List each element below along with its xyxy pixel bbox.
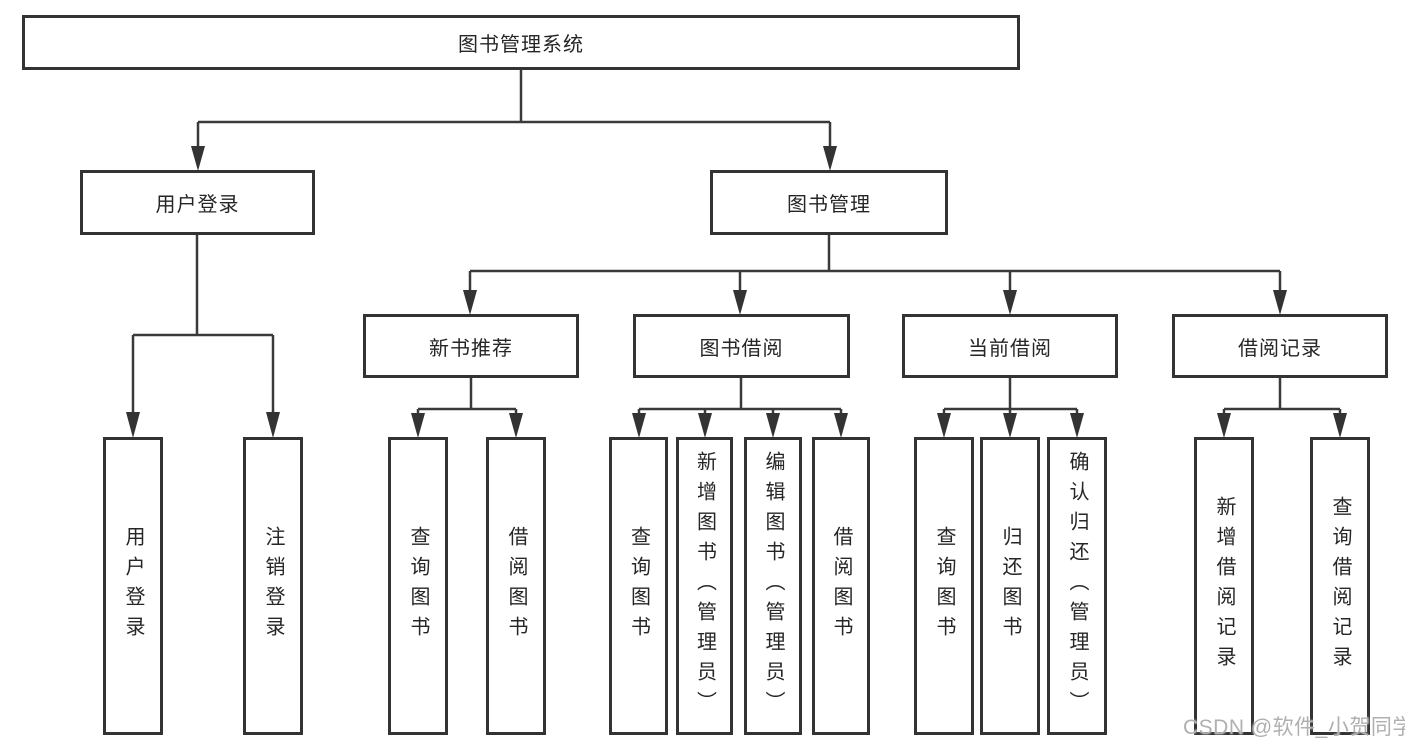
connector-userlogin-to-leaves bbox=[126, 235, 280, 438]
node-leaf-logout-label: 注销登录 bbox=[262, 526, 284, 646]
node-leaf-logout: 注销登录 bbox=[243, 437, 303, 735]
node-leaf-confirm-return-admin: 确认归还（管理员） bbox=[1047, 437, 1107, 735]
node-leaf-query-book-1-label: 查询图书 bbox=[407, 526, 429, 646]
connector-bookmgmt-to-level3 bbox=[463, 235, 1287, 315]
node-leaf-query-borrow-record: 查询借阅记录 bbox=[1310, 437, 1370, 735]
connector-records-to-leaves bbox=[1217, 378, 1347, 438]
node-leaf-add-book-admin-label: 新增图书（管理员） bbox=[693, 451, 716, 721]
node-leaf-return-book: 归还图书 bbox=[980, 437, 1040, 735]
node-book-management-label: 图书管理 bbox=[787, 194, 871, 216]
connector-newbook-to-leaves bbox=[411, 378, 523, 438]
node-leaf-user-login: 用户登录 bbox=[103, 437, 163, 735]
node-borrow-records-label: 借阅记录 bbox=[1238, 337, 1322, 360]
node-user-login-label: 用户登录 bbox=[155, 194, 240, 216]
node-leaf-add-book-admin: 新增图书（管理员） bbox=[676, 437, 733, 735]
node-leaf-query-borrow-record-label: 查询借阅记录 bbox=[1329, 496, 1351, 676]
node-leaf-borrow-book-2-label: 借阅图书 bbox=[830, 526, 852, 646]
node-current-borrow: 当前借阅 bbox=[902, 314, 1118, 378]
node-leaf-query-book-3-label: 查询图书 bbox=[933, 526, 955, 646]
node-borrow-records: 借阅记录 bbox=[1172, 314, 1388, 378]
node-root-label: 图书管理系统 bbox=[458, 34, 584, 56]
node-user-login: 用户登录 bbox=[80, 170, 315, 235]
node-book-borrow: 图书借阅 bbox=[633, 314, 850, 378]
node-new-book-recommend-label: 新书推荐 bbox=[429, 337, 513, 360]
node-current-borrow-label: 当前借阅 bbox=[968, 337, 1052, 360]
node-leaf-user-login-label: 用户登录 bbox=[122, 526, 144, 646]
watermark: CSDN @软件_小贺同学 bbox=[1183, 716, 1405, 739]
node-root: 图书管理系统 bbox=[22, 15, 1020, 70]
connector-bookborrow-to-leaves bbox=[632, 378, 848, 438]
node-leaf-edit-book-admin-label: 编辑图书（管理员） bbox=[762, 451, 784, 721]
node-book-borrow-label: 图书借阅 bbox=[699, 337, 784, 360]
node-leaf-query-book-3: 查询图书 bbox=[914, 437, 974, 735]
node-book-management: 图书管理 bbox=[710, 170, 948, 235]
node-leaf-add-borrow-record: 新增借阅记录 bbox=[1194, 437, 1254, 735]
node-leaf-borrow-book-1: 借阅图书 bbox=[486, 437, 546, 735]
node-leaf-borrow-book-1-label: 借阅图书 bbox=[505, 526, 527, 646]
node-leaf-query-book-2: 查询图书 bbox=[609, 437, 668, 735]
node-leaf-borrow-book-2: 借阅图书 bbox=[812, 437, 870, 735]
connector-currentborrow-to-leaves bbox=[937, 378, 1084, 438]
node-leaf-add-borrow-record-label: 新增借阅记录 bbox=[1213, 496, 1235, 676]
node-leaf-edit-book-admin: 编辑图书（管理员） bbox=[744, 437, 802, 735]
node-leaf-query-book-2-label: 查询图书 bbox=[627, 526, 650, 646]
node-new-book-recommend: 新书推荐 bbox=[363, 314, 579, 378]
connector-root-to-level2 bbox=[191, 70, 837, 171]
node-leaf-confirm-return-admin-label: 确认归还（管理员） bbox=[1066, 451, 1088, 721]
node-leaf-return-book-label: 归还图书 bbox=[999, 526, 1021, 646]
node-leaf-query-book-1: 查询图书 bbox=[388, 437, 448, 735]
